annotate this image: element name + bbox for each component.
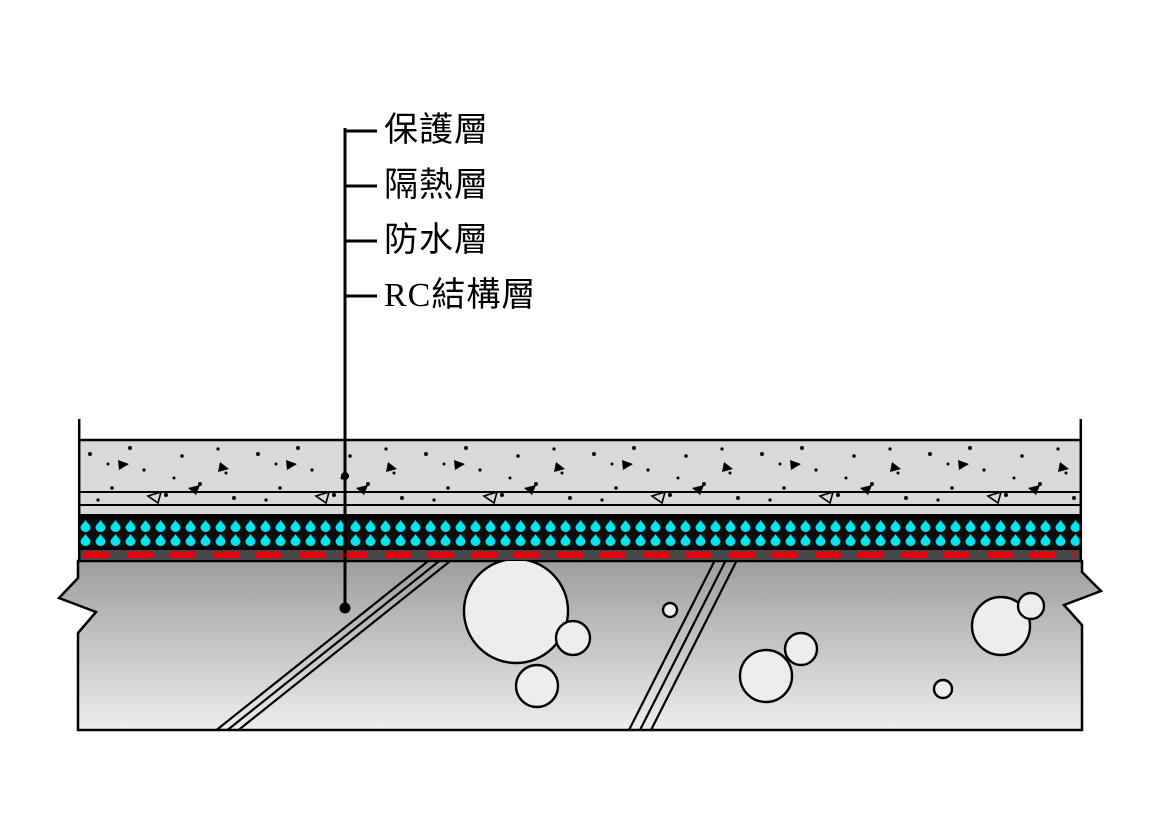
leader-dot-end (339, 602, 351, 614)
hatch-lines-right-group (627, 561, 739, 730)
protection-layer-speckles (78, 440, 1082, 505)
insulation-bottom-line (78, 547, 1082, 550)
leader-dot-mid (341, 472, 349, 480)
hatch-lines-left-group (213, 561, 455, 730)
mortar-strip (78, 506, 1082, 514)
insulation-top-line (78, 514, 1082, 519)
layer-label-insulation: 隔熱層 (384, 167, 489, 204)
layer-label-protection: 保護層 (384, 112, 489, 149)
layer-label-waterproof: 防水層 (384, 222, 489, 259)
leader (339, 128, 377, 614)
insulation-layer-scales (78, 519, 1082, 547)
layer-label-rc-structure: RC結構層 (384, 277, 537, 314)
aggregate-circles (462, 561, 1046, 709)
